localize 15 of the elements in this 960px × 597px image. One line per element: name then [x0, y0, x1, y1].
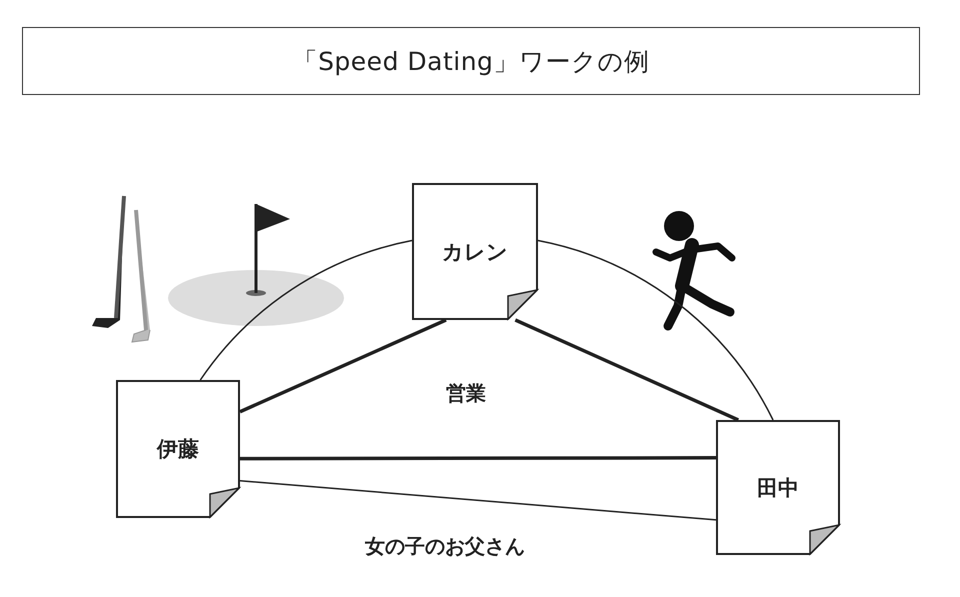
- relation-label: 女の子のお父さん: [365, 533, 525, 560]
- paper-sheet: [412, 183, 538, 320]
- title-text: 「Speed Dating」ワークの例: [292, 46, 650, 78]
- relation-label: 営業: [446, 380, 486, 407]
- node-label: 伊藤: [157, 436, 199, 463]
- arc-line: [200, 240, 412, 380]
- connector-line: [240, 456, 716, 460]
- paper-sheet: [716, 420, 840, 555]
- connector-line: [239, 318, 447, 414]
- connector-line: [514, 318, 740, 422]
- arc-line: [538, 240, 774, 420]
- connector-line: [240, 480, 716, 521]
- node-label: 田中: [757, 474, 799, 502]
- paper-sheet: [116, 380, 240, 518]
- node-label: カレン: [442, 238, 508, 266]
